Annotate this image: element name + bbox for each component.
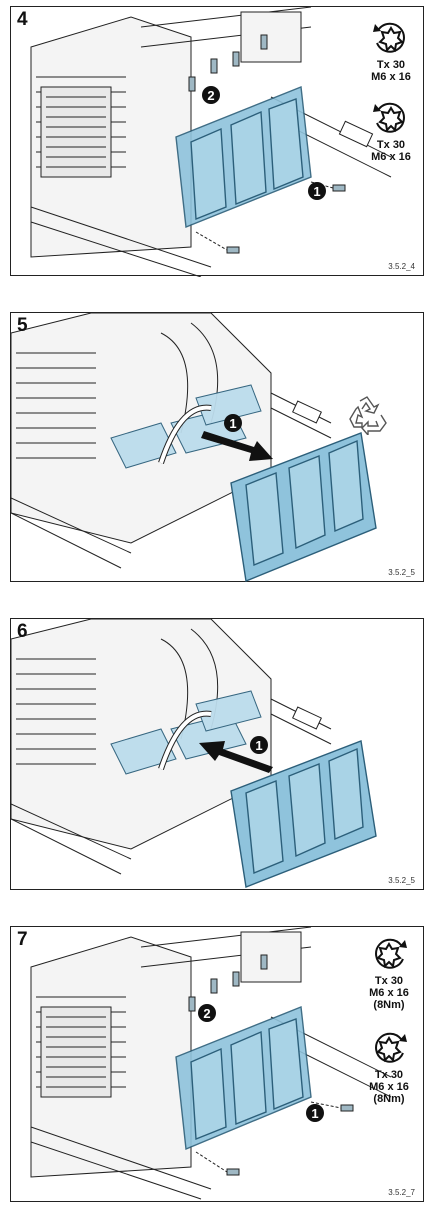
step-4-panel: 1 2 4 Tx 30 M6 x 16 Tx 30 M6 x 16 3.5.2_…: [10, 6, 424, 277]
torx-rotate-counterclockwise-icon: [373, 102, 405, 133]
terminal-cover: [230, 740, 377, 888]
callout-1: 1: [250, 736, 268, 754]
callout-1: 1: [308, 182, 326, 200]
terminal-cover: [230, 432, 377, 582]
torx-rotate-clockwise-icon: [375, 938, 407, 969]
step-7-illustration: 2 1: [30, 927, 392, 1200]
step-number: 5: [17, 315, 28, 336]
svg-text:1: 1: [255, 738, 262, 753]
callout-1: 1: [306, 1104, 324, 1122]
svg-text:1: 1: [229, 416, 236, 431]
step-6-illustration: 1: [11, 619, 377, 888]
step-5-panel: 1 5 3.5.2_5: [10, 312, 424, 582]
step-7-panel: 2 1 7 Tx 30 M6 x 16 (8Nm) Tx 30 M6 x 16 …: [10, 926, 424, 1202]
step-number: 7: [17, 929, 28, 950]
step-number: 6: [17, 621, 28, 642]
step-4-illustration: 1 2: [30, 7, 392, 277]
figure-code: 3.5.2_5: [388, 568, 415, 577]
svg-text:1: 1: [313, 184, 320, 199]
callout-2: 2: [202, 86, 220, 104]
svg-text:2: 2: [203, 1006, 210, 1021]
recycle-icon: [349, 396, 387, 435]
torque-spec-1: Tx 30 M6 x 16 (8Nm): [359, 935, 419, 1011]
step-number: 4: [17, 9, 28, 30]
callout-2: 2: [198, 1004, 216, 1022]
terminal-cover: [175, 1006, 312, 1151]
svg-text:1: 1: [311, 1106, 318, 1121]
torque-spec-2: Tx 30 M6 x 16 (8Nm): [359, 1029, 419, 1105]
figure-code: 3.5.2_4: [388, 262, 415, 271]
step-6-panel: 1 6 3.5.2_5: [10, 618, 424, 890]
torque-spec-2: Tx 30 M6 x 16: [361, 99, 421, 163]
figure-code: 3.5.2_7: [388, 1188, 415, 1197]
torque-spec-1: Tx 30 M6 x 16: [361, 19, 421, 83]
remove-arrow-icon: [201, 431, 273, 461]
torx-rotate-clockwise-icon: [375, 1032, 407, 1063]
svg-text:2: 2: [207, 88, 214, 103]
step-5-illustration: 1: [11, 313, 377, 582]
terminal-cover: [175, 86, 312, 228]
figure-code: 3.5.2_5: [388, 876, 415, 885]
callout-1: 1: [224, 414, 242, 432]
insert-arrow-icon: [199, 741, 273, 773]
torx-rotate-counterclockwise-icon: [373, 22, 405, 53]
